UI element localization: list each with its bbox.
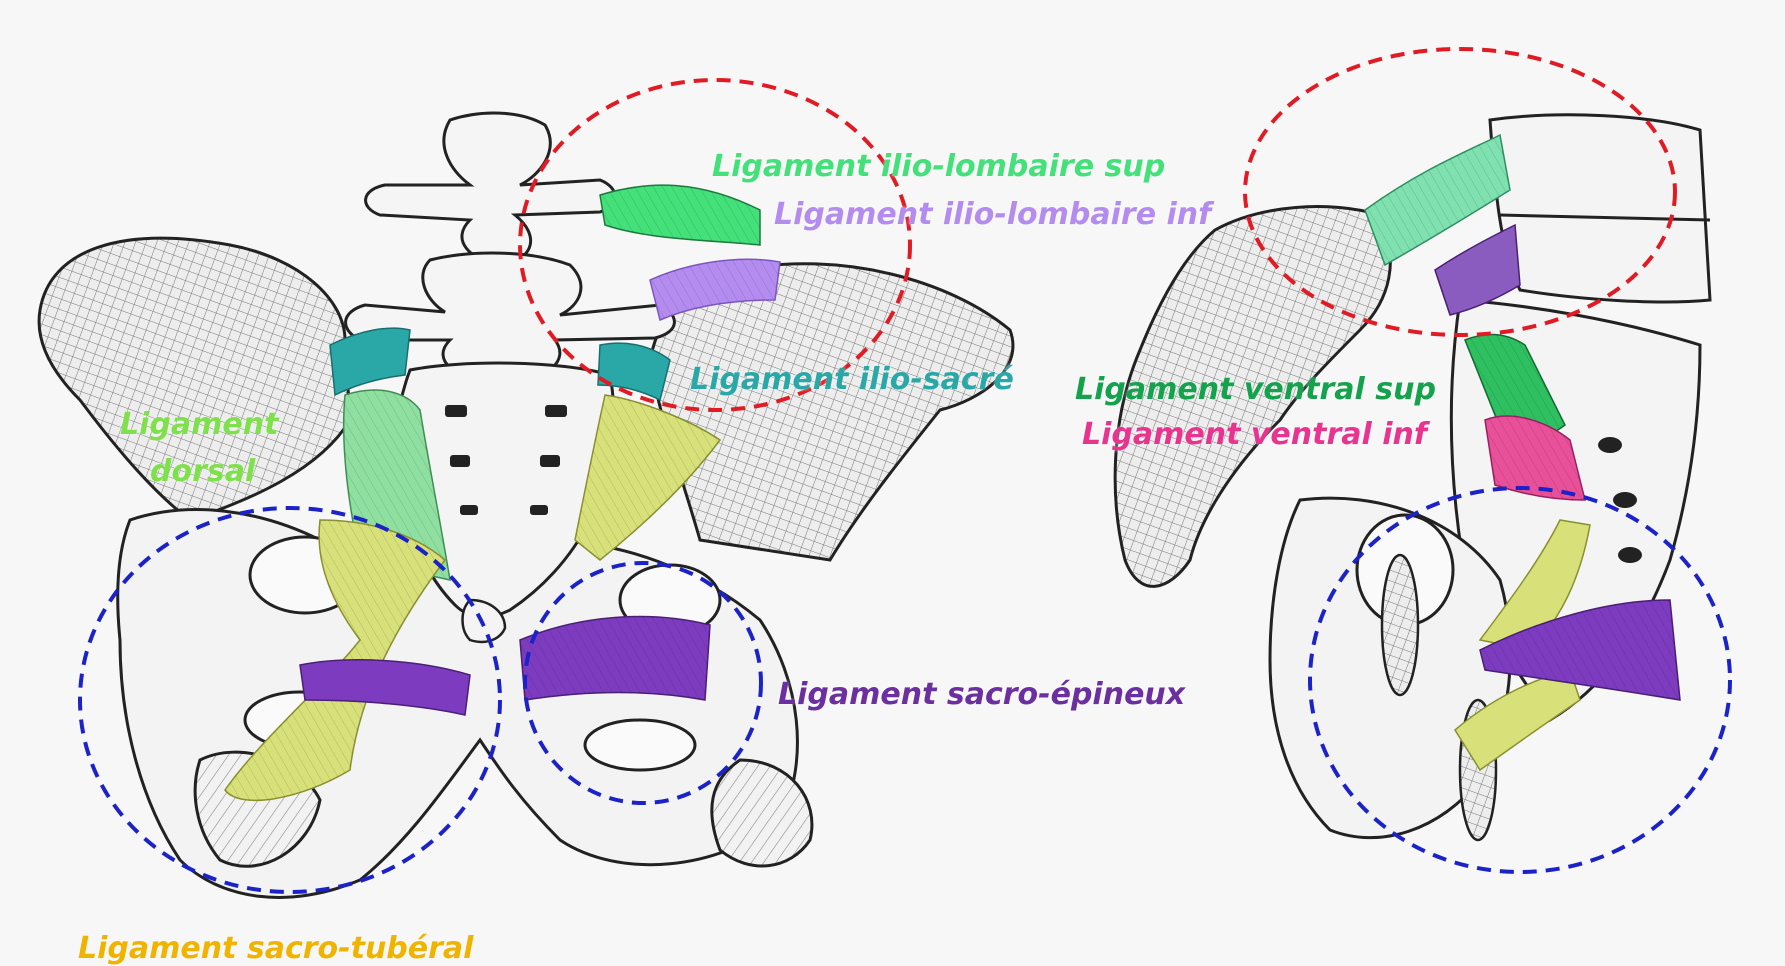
label-ventral-inf: Ligament ventral inf <box>1082 417 1427 452</box>
label-sacro-epineux: Ligament sacro-épineux <box>778 677 1186 712</box>
label-sacro-tuberal: Ligament sacro-tubéral <box>78 931 474 966</box>
lumbar-vertebra-upper <box>364 111 617 267</box>
label-ilio-lombaire-inf: Ligament ilio-lombaire inf <box>774 197 1212 232</box>
label-dorsal-line2: dorsal <box>150 454 256 489</box>
lateral-lumbar-vertebra <box>1488 113 1712 304</box>
label-ilio-lombaire-sup: Ligament ilio-lombaire sup <box>712 149 1166 184</box>
label-ventral-sup: Ligament ventral sup <box>1075 372 1436 407</box>
label-ilio-sacre: Ligament ilio-sacré <box>690 362 1014 397</box>
red-circle-right <box>1243 47 1677 337</box>
lateral-ligament-ilio-lombaire-inf <box>1434 223 1521 316</box>
left-iliac-wing <box>37 236 352 522</box>
blue-circle-right <box>1308 486 1732 874</box>
right-iliac-wing <box>648 262 1015 562</box>
posterior-pelvis <box>37 111 1015 899</box>
ligament-ilio-sacre-right <box>597 342 671 402</box>
lateral-ligament-sacro-tuberal-lower <box>1454 669 1581 772</box>
right-lower-foramen <box>583 718 697 772</box>
blue-circle-left-small <box>523 561 763 805</box>
blue-circle-left-large <box>78 506 502 894</box>
ligament-ilio-sacre-left <box>329 327 411 397</box>
label-dorsal-line1: Ligament <box>120 407 279 442</box>
ligament-sacro-epineux-left <box>299 659 471 716</box>
red-circle-left <box>518 78 912 412</box>
